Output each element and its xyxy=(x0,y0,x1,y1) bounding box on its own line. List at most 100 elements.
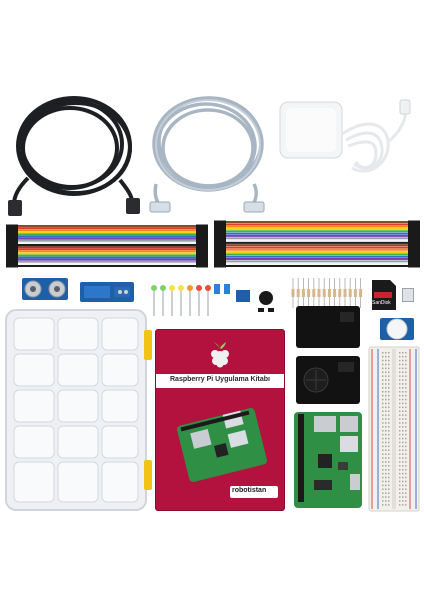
breadboard-hole xyxy=(388,391,390,393)
breadboard-hole xyxy=(402,445,404,448)
wire-connector xyxy=(196,260,208,264)
breadboard-hole xyxy=(399,426,401,428)
breadboard-hole xyxy=(399,414,401,416)
breadboard-hole xyxy=(405,430,407,432)
breadboard-hole xyxy=(402,375,404,377)
wire-connector xyxy=(408,232,420,236)
wire-connector xyxy=(214,229,226,233)
breadboard-hole xyxy=(385,472,387,475)
breadboard-hole xyxy=(388,476,390,479)
breadboard-hole xyxy=(399,391,401,393)
power-adapter xyxy=(276,98,420,198)
breadboard-hole xyxy=(388,352,390,354)
breadboard-hole xyxy=(388,379,390,381)
ultrasonic-sensor xyxy=(22,278,68,300)
breadboard-hole xyxy=(405,398,407,401)
breadboard-hole xyxy=(382,414,384,416)
storage-box xyxy=(4,308,152,512)
ethernet-cable xyxy=(146,88,270,214)
wire-connector xyxy=(408,264,420,268)
resistor-strip xyxy=(290,278,366,308)
breadboard-hole xyxy=(385,457,387,459)
wire-connector xyxy=(408,227,420,231)
breadboard-hole xyxy=(405,472,407,475)
breadboard-hole xyxy=(388,500,390,502)
breadboard-hole xyxy=(382,355,384,358)
breadboard-hole xyxy=(388,484,390,487)
black-case xyxy=(294,304,364,406)
breadboard-hole xyxy=(405,461,407,463)
wire-connector xyxy=(214,236,226,240)
breadboard-hole xyxy=(388,387,390,389)
breadboard-hole xyxy=(399,484,401,487)
breadboard-hole xyxy=(388,457,390,459)
wire-connector xyxy=(196,264,208,268)
breadboard-hole xyxy=(405,449,407,451)
breadboard-hole xyxy=(382,449,384,451)
breadboard-hole xyxy=(399,418,401,420)
wire-connector xyxy=(408,259,420,263)
wire-connector xyxy=(214,232,226,236)
resistor-body xyxy=(322,289,326,297)
breadboard-hole xyxy=(385,375,387,377)
breadboard-hole xyxy=(388,441,390,444)
wire-connector xyxy=(196,256,208,260)
wire-connector xyxy=(214,259,226,263)
breadboard-hole xyxy=(388,363,390,366)
breadboard-hole xyxy=(402,367,404,370)
resistor-body xyxy=(353,289,357,297)
wire-connector xyxy=(196,258,208,262)
breadboard-hole xyxy=(385,500,387,502)
breadboard-hole xyxy=(385,359,387,362)
pir-sensor xyxy=(380,316,414,342)
breadboard-hole xyxy=(385,449,387,451)
breadboard-hole xyxy=(385,488,387,490)
breadboard-hole xyxy=(405,457,407,459)
breadboard-hole xyxy=(405,426,407,428)
wire-connector xyxy=(196,249,208,253)
breadboard-hole xyxy=(402,496,404,498)
breadboard-hole xyxy=(405,441,407,444)
breadboard-hole xyxy=(385,379,387,381)
breadboard-hole xyxy=(388,418,390,420)
wire-connector xyxy=(408,255,420,259)
breadboard-hole xyxy=(399,352,401,354)
breadboard-hole xyxy=(405,410,407,412)
breadboard-hole xyxy=(399,504,401,506)
wire-connector xyxy=(214,234,226,238)
breadboard-hole xyxy=(388,430,390,432)
breadboard-hole xyxy=(385,383,387,385)
breadboard-hole xyxy=(402,449,404,451)
resistor-body xyxy=(338,289,342,297)
wire-connector xyxy=(408,229,420,233)
breadboard-hole xyxy=(382,359,384,362)
breadboard-hole xyxy=(399,441,401,444)
breadboard-hole xyxy=(382,476,384,479)
wire-connector xyxy=(196,228,208,232)
wire-connector xyxy=(196,251,208,255)
breadboard-hole xyxy=(382,410,384,412)
breadboard-hole xyxy=(405,453,407,455)
wire-connector xyxy=(196,253,208,257)
wire-connector xyxy=(6,256,18,260)
breadboard-hole xyxy=(382,492,384,494)
breadboard-hole xyxy=(382,453,384,455)
wire-connector xyxy=(196,247,208,251)
breadboard-hole xyxy=(388,449,390,451)
wire-connector xyxy=(196,232,208,236)
breadboard-hole xyxy=(402,426,404,428)
wire-connector xyxy=(196,245,208,249)
breadboard-hole xyxy=(388,367,390,370)
wire-connector xyxy=(408,257,420,261)
wire-connector xyxy=(6,258,18,262)
breadboard-hole xyxy=(382,379,384,381)
breadboard-hole xyxy=(385,433,387,436)
wire-connector xyxy=(214,220,226,224)
breadboard-hole xyxy=(385,492,387,494)
wire-connector xyxy=(214,250,226,254)
breadboard-hole xyxy=(382,426,384,428)
wire-connector xyxy=(6,237,18,241)
breadboard-hole xyxy=(405,504,407,506)
breadboard-hole xyxy=(402,422,404,424)
breadboard-hole xyxy=(388,402,390,405)
